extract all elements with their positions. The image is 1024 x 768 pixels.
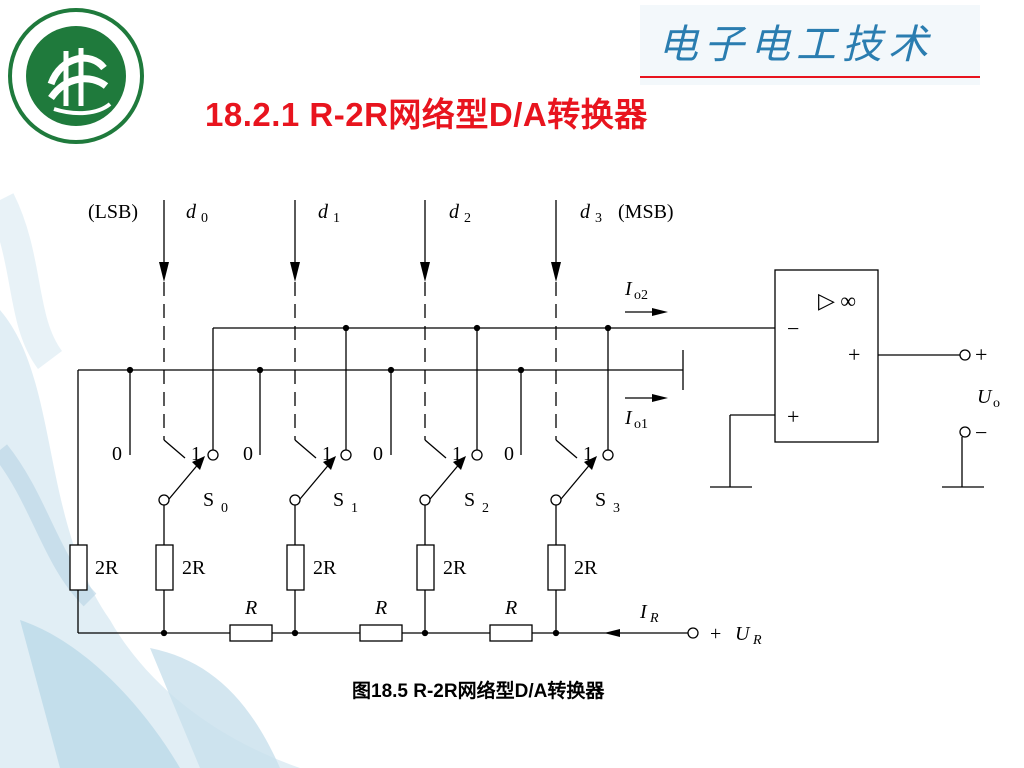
opamp-symbol: ▷ ∞ (818, 288, 856, 313)
input-label-d0: d (186, 201, 197, 223)
resistor-2r-label-terminal: 2R (95, 557, 119, 579)
current-arrow-io1 (625, 394, 668, 402)
switch-s2 (419, 439, 483, 545)
slide-title: 18.2.1 R-2R网络型D/A转换器 (205, 96, 648, 133)
resistor-2r-terminal (69, 544, 88, 591)
switch-s2-zero: 0 (373, 443, 383, 465)
resistor-2r-1 (286, 544, 305, 591)
switch-s3-sub: 3 (613, 501, 620, 516)
switch-s0-sub: 0 (221, 501, 228, 516)
lsb-label: (LSB) (88, 201, 138, 223)
input-arrow-d2 (420, 200, 430, 440)
output-plus-terminal (959, 349, 971, 361)
opamp-inverting-input: − (787, 316, 799, 341)
switch-s3-zero: 0 (504, 443, 514, 465)
resistor-r-label-2: R (374, 597, 387, 619)
io2-bus (212, 324, 775, 455)
banner-text: 电子电工技术 (658, 22, 934, 68)
figure-caption: 图18.5 R-2R网络型D/A转换器 (352, 681, 605, 702)
resistor-r-label-1: R (244, 597, 257, 619)
resistors-2r (69, 544, 566, 633)
input-arrow-d0 (159, 200, 169, 440)
current-ir-label: I (639, 601, 648, 623)
ref-voltage-sub: R (752, 633, 762, 648)
switch-s1-label: S (333, 489, 344, 511)
switch-s0-zero: 0 (112, 443, 122, 465)
resistor-2r-2 (416, 544, 435, 591)
resistor-2r-label-2: 2R (443, 557, 467, 579)
input-sub-d3: 3 (595, 211, 602, 226)
output-minus-label: − (975, 420, 987, 445)
resistor-r-2 (359, 624, 403, 642)
switch-s0 (158, 439, 219, 545)
current-io1-sub: o1 (634, 417, 648, 432)
switch-s1-one: 1 (322, 443, 332, 465)
resistor-2r-0 (155, 544, 174, 591)
switch-s1-sub: 1 (351, 501, 358, 516)
resistor-r-label-3: R (504, 597, 517, 619)
ur-terminal (687, 627, 699, 639)
msb-label: (MSB) (618, 201, 674, 223)
opamp-output-sign: + (848, 342, 860, 367)
switches (158, 439, 614, 545)
header-banner (640, 5, 980, 85)
resistor-2r-label-3: 2R (574, 557, 598, 579)
switch-s2-one: 1 (452, 443, 462, 465)
output-plus-label: + (975, 342, 987, 367)
output-voltage-sub: o (993, 396, 1000, 411)
input-arrow-d1 (290, 200, 300, 440)
switch-s1 (289, 439, 352, 545)
input-label-d3: d (580, 201, 591, 223)
resistor-2r-label-1: 2R (313, 557, 337, 579)
circuit-labels: (LSB) (MSB) d 0 d 1 d 2 d 3 0 1 S 0 0 1 … (88, 201, 1000, 648)
switch-s3-one: 1 (583, 443, 593, 465)
input-arrows (159, 200, 561, 440)
input-label-d1: d (318, 201, 329, 223)
current-ir-sub: R (649, 611, 659, 626)
output-minus-terminal (959, 426, 971, 438)
ref-voltage-plus: + (710, 623, 721, 645)
resistor-2r-3 (547, 544, 566, 591)
input-sub-d0: 0 (201, 211, 208, 226)
current-arrow-io2 (625, 308, 668, 316)
current-io2-sub: o2 (634, 288, 648, 303)
output-voltage-label: U (977, 386, 993, 408)
resistor-2r-label-0: 2R (182, 557, 206, 579)
switch-s0-label: S (203, 489, 214, 511)
resistor-r-1 (229, 624, 273, 642)
input-sub-d2: 2 (464, 211, 471, 226)
university-logo (8, 8, 144, 144)
current-io2-label: I (624, 278, 633, 300)
ladder-bottom (78, 624, 699, 642)
input-arrow-d3 (551, 200, 561, 440)
switch-s3-label: S (595, 489, 606, 511)
switch-s2-label: S (464, 489, 475, 511)
io1-bus (77, 350, 684, 545)
current-io1-label: I (624, 407, 633, 429)
resistor-r-3 (489, 624, 533, 642)
current-arrow-ir (604, 629, 620, 637)
input-label-d2: d (449, 201, 460, 223)
switch-s2-sub: 2 (482, 501, 489, 516)
ref-voltage-label: U (735, 623, 751, 645)
opamp-noninverting-input: + (787, 404, 799, 429)
switch-s1-zero: 0 (243, 443, 253, 465)
switch-s0-one: 1 (191, 443, 201, 465)
input-sub-d1: 1 (333, 211, 340, 226)
op-amp (710, 269, 984, 488)
switch-s3 (550, 439, 614, 545)
